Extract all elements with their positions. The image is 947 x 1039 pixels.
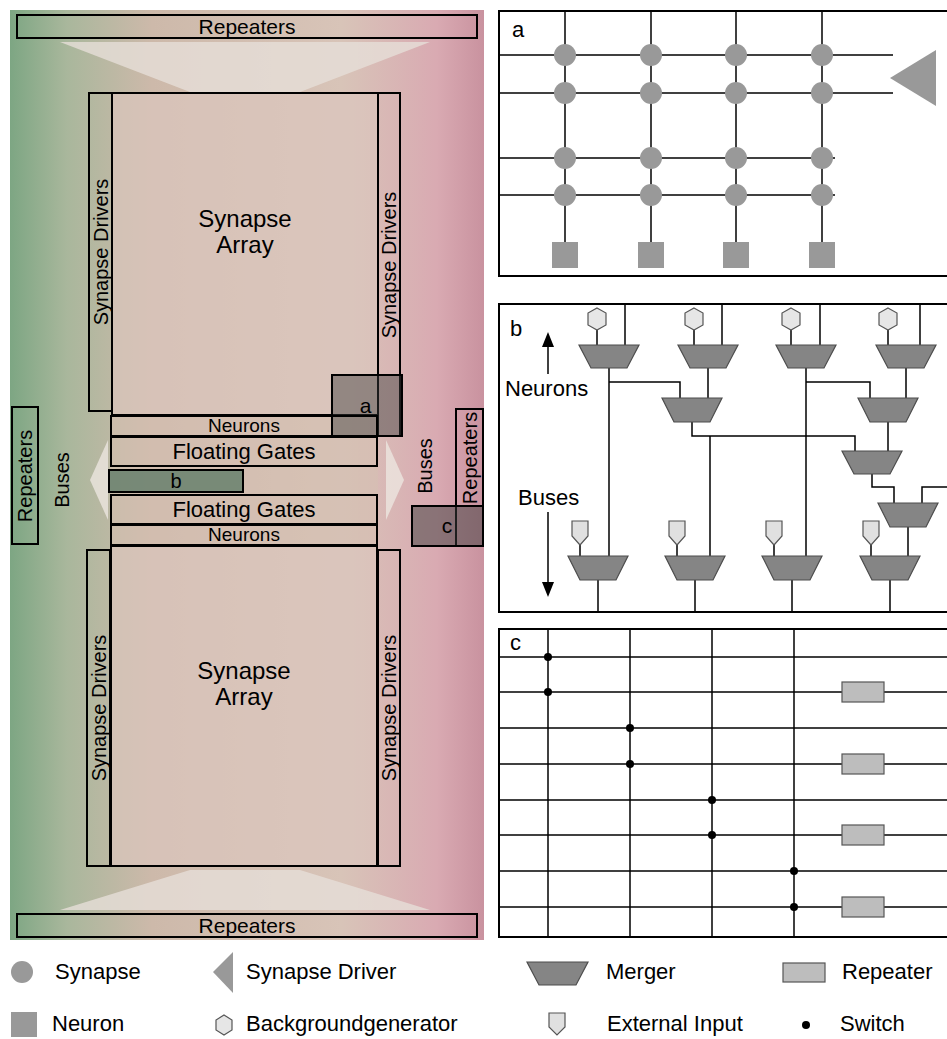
synapse-symbol	[554, 44, 833, 206]
panel-label: Neurons	[505, 377, 588, 401]
region-band: Repeaters	[11, 406, 39, 545]
bus-crossbar	[498, 628, 947, 936]
zoom-box: c	[411, 505, 484, 547]
region-label: Neurons	[208, 416, 280, 437]
region-label: Buses	[414, 438, 436, 494]
synapse-driver-symbol	[890, 50, 936, 106]
region-band: Synapse Drivers	[88, 92, 113, 412]
legend-label: Neuron	[52, 1012, 124, 1036]
region-box: Synapse Array	[110, 545, 378, 867]
region-label: Buses	[51, 452, 73, 508]
region-label: c	[442, 514, 453, 537]
region-label: Floating Gates	[172, 439, 315, 463]
merger-tree-wires	[548, 303, 947, 612]
region-label: a	[360, 394, 372, 417]
region-band: Repeaters	[16, 913, 478, 938]
background-generator-symbol	[588, 308, 897, 330]
chip-photo	[10, 10, 484, 940]
switch-symbol	[544, 653, 798, 911]
synapse-array-schematic	[498, 10, 893, 245]
legend-label: Repeater	[842, 960, 933, 984]
region-label: Synapse Drivers	[378, 191, 400, 338]
region-label: Synapse Drivers	[88, 635, 110, 782]
neuron-symbol	[552, 242, 835, 268]
legend-label: Merger	[606, 960, 676, 984]
legend-label: Backgroundgenerator	[246, 1012, 458, 1036]
region-band: Floating Gates	[110, 494, 378, 525]
region-label: b	[170, 470, 181, 492]
region-label: Repeaters	[199, 914, 296, 937]
detail-panel: a	[498, 10, 947, 277]
panel-letter: a	[512, 18, 524, 42]
region-label: Repeaters	[199, 15, 296, 38]
region-band: Floating Gates	[110, 436, 378, 467]
region-band: Neurons	[110, 415, 378, 437]
region-band: Neurons	[110, 524, 378, 546]
panel-label: Buses	[518, 486, 579, 510]
region-band: Synapse Drivers	[86, 549, 111, 867]
merger-symbol	[568, 345, 938, 580]
detail-panel: bNeuronsBuses	[498, 303, 947, 613]
region-label: Synapse Drivers	[90, 179, 112, 326]
zoom-box: b	[108, 469, 244, 493]
region-label: Synapse Array	[179, 657, 309, 710]
region-label: Repeaters	[14, 429, 36, 521]
legend-label: External Input	[607, 1012, 743, 1036]
legend-label: Synapse	[55, 960, 141, 984]
legend-symbols	[11, 952, 825, 1037]
region-band: Repeaters	[16, 14, 478, 39]
region-band: Synapse Drivers	[377, 549, 401, 867]
panel-letter: c	[510, 631, 521, 655]
zoom-box: a	[331, 374, 403, 437]
direction-arrowhead	[542, 332, 554, 597]
external-input-symbol	[572, 521, 879, 545]
detail-panel: c	[498, 628, 947, 938]
region-label: Synapse Array	[180, 205, 310, 258]
region-label: Repeaters	[459, 412, 481, 504]
repeater-symbol	[842, 682, 884, 917]
panel-letter: b	[510, 317, 522, 341]
region-label: Neurons	[208, 525, 280, 546]
legend-label: Synapse Driver	[246, 960, 396, 984]
legend-label: Switch	[840, 1012, 905, 1036]
region-label: Synapse Drivers	[378, 635, 400, 782]
region-label: Floating Gates	[172, 497, 315, 521]
region-box: Synapse Array	[111, 92, 379, 416]
